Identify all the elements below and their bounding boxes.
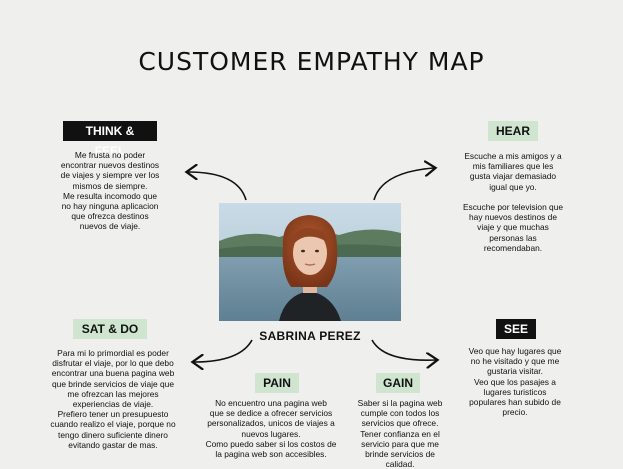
page-title: CUSTOMER EMPATHY MAP — [138, 47, 485, 76]
portrait-photo — [219, 203, 401, 321]
gain-text: Saber si la pagina web cumple con todos … — [357, 398, 443, 469]
think-feel-text: Me frusta no poder encontrar nuevos dest… — [60, 150, 160, 232]
gain-label: GAIN — [376, 373, 420, 393]
pain-label: PAIN — [255, 373, 299, 393]
hear-text: Escuche a mis amigos y a mis familiares … — [462, 151, 564, 253]
say-do-label: SAT & DO — [73, 319, 147, 339]
see-text: Veo que hay lugares que no he visitado y… — [468, 346, 562, 418]
see-label: SEE — [496, 319, 536, 339]
pain-text: No encuentro una pagina web que se dedic… — [205, 398, 337, 460]
think-feel-label: THINK & FEEL — [63, 121, 157, 158]
hear-label: HEAR — [488, 121, 538, 141]
say-do-text: Para mi lo primordial es poder disfrutar… — [50, 348, 176, 450]
person-name: SABRINA PEREZ — [259, 329, 361, 343]
